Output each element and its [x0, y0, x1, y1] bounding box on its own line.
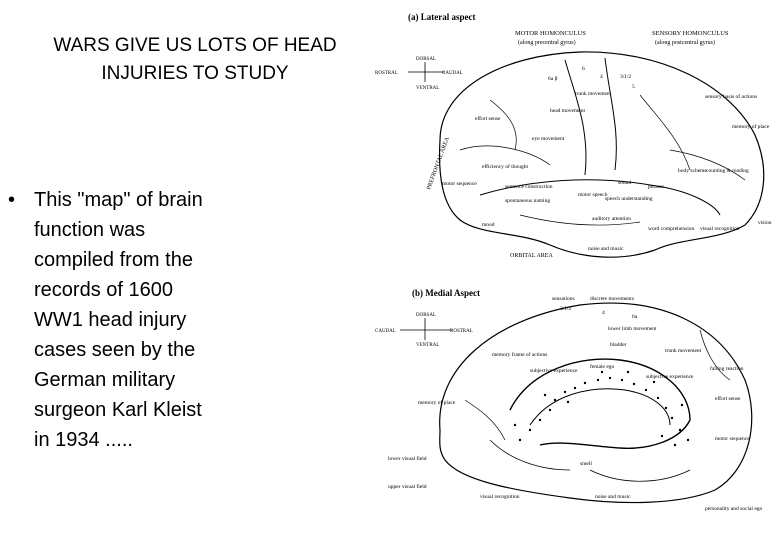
svg-text:subjective experience: subjective experience: [646, 374, 694, 380]
svg-text:trunk movement: trunk movement: [575, 91, 612, 97]
svg-text:smell: smell: [580, 461, 592, 467]
svg-text:6: 6: [582, 66, 585, 72]
svg-text:eye movement: eye movement: [532, 136, 565, 142]
svg-text:word comprehension: word comprehension: [648, 226, 695, 232]
svg-text:subjective experience: subjective experience: [530, 368, 578, 374]
brain-map-figure: (a) Lateral aspect MOTOR HOMONCULUS (alo…: [370, 0, 780, 540]
bullet-item: • This "map" of brain function was compi…: [8, 185, 278, 455]
svg-text:lower visual field: lower visual field: [388, 455, 427, 462]
sensory-homunculus-label: SENSORY HOMONCULUS: [652, 30, 729, 37]
orientation-compass-b: DORSAL CAUDAL ROSTRAL VENTRAL: [375, 313, 473, 348]
svg-text:visual recognition: visual recognition: [700, 226, 740, 232]
svg-text:memory of place: memory of place: [418, 399, 456, 406]
svg-text:ROSTRAL: ROSTRAL: [450, 329, 473, 334]
svg-text:noise and music: noise and music: [595, 494, 631, 500]
motor-homunculus-label: MOTOR HOMONCULUS: [515, 30, 586, 37]
bullet-text: This "map" of brain function was compile…: [34, 189, 203, 451]
lateral-brain-outline: [438, 51, 765, 258]
svg-text:effort sense: effort sense: [475, 115, 501, 122]
svg-text:3/1/2: 3/1/2: [620, 74, 632, 80]
svg-text:lower limb movement: lower limb movement: [608, 326, 657, 332]
svg-text:4: 4: [600, 74, 603, 80]
svg-text:auditory attention: auditory attention: [592, 216, 631, 222]
lesion-dots: [513, 370, 690, 447]
medial-brain-outline: [439, 302, 753, 504]
svg-text:upper visual field: upper visual field: [388, 483, 427, 490]
svg-text:bladder: bladder: [610, 342, 627, 348]
slide-title: WARS GIVE US LOTS OF HEAD INJURIES TO ST…: [53, 35, 337, 84]
svg-text:female ego: female ego: [590, 363, 615, 370]
svg-text:DORSAL: DORSAL: [416, 313, 436, 318]
svg-text:head movement: head movement: [550, 108, 585, 114]
svg-text:motor sequence: motor sequence: [442, 181, 477, 187]
svg-text:discrete movements: discrete movements: [590, 296, 634, 302]
sensory-homunculus-sub: (along postcentral gyrus): [655, 39, 715, 46]
svg-text:6a β: 6a β: [548, 76, 558, 82]
svg-text:memory frame of actions: memory frame of actions: [492, 351, 547, 358]
panel-b-area-labels: sensations discrete movements 3/1/2 4 6a…: [388, 296, 763, 512]
svg-text:counting & reading: counting & reading: [706, 168, 749, 174]
svg-text:CAUDAL: CAUDAL: [442, 71, 463, 76]
svg-text:memory of place: memory of place: [732, 123, 770, 130]
svg-text:body scheme: body scheme: [678, 168, 707, 174]
svg-text:sound: sound: [618, 180, 631, 186]
motor-homunculus-sub: (along precentral gyrus): [518, 39, 576, 46]
orbital-area-label: ORBITAL AREA: [510, 253, 553, 259]
svg-text:vision: vision: [758, 220, 772, 226]
bullet-marker: •: [8, 189, 16, 211]
svg-text:phrases: phrases: [648, 184, 665, 190]
svg-text:sensations: sensations: [552, 296, 575, 302]
svg-text:motor sequence: motor sequence: [715, 436, 750, 442]
svg-text:noise and music: noise and music: [588, 246, 624, 252]
svg-text:DORSAL: DORSAL: [416, 57, 436, 62]
svg-text:effort sense: effort sense: [715, 395, 741, 402]
svg-text:spontaneous naming: spontaneous naming: [505, 198, 550, 204]
svg-text:ROSTRAL: ROSTRAL: [375, 71, 398, 76]
panel-a-heading: (a) Lateral aspect: [408, 12, 475, 22]
svg-text:personality and social ego: personality and social ego: [705, 506, 763, 512]
svg-text:speech understanding: speech understanding: [605, 196, 653, 202]
brain-map-svg: (a) Lateral aspect MOTOR HOMONCULUS (alo…: [375, 12, 772, 512]
svg-text:efficiency of thought: efficiency of thought: [482, 163, 528, 170]
svg-text:6a: 6a: [632, 314, 638, 320]
svg-text:VENTRAL: VENTRAL: [416, 343, 439, 348]
svg-text:mood: mood: [482, 222, 495, 228]
svg-text:visual recognition: visual recognition: [480, 494, 520, 500]
panel-b-heading: (b) Medial Aspect: [412, 288, 480, 298]
svg-text:CAUDAL: CAUDAL: [375, 329, 396, 334]
svg-text:trunk movement: trunk movement: [665, 348, 702, 354]
svg-text:4: 4: [602, 310, 605, 316]
panel-a-area-labels: 6 6a β 4 3/1/2 5 trunk movement head mov…: [442, 66, 772, 252]
svg-text:5: 5: [632, 84, 635, 90]
orientation-compass-a: DORSAL ROSTRAL CAUDAL VENTRAL: [375, 57, 463, 91]
svg-text:sensory basis of actions: sensory basis of actions: [705, 93, 757, 100]
svg-text:sentence construction: sentence construction: [505, 184, 553, 190]
svg-text:VENTRAL: VENTRAL: [416, 86, 439, 91]
svg-text:3/1/2: 3/1/2: [560, 306, 572, 312]
svg-text:motor speech: motor speech: [578, 192, 608, 198]
svg-text:falling reaction: falling reaction: [710, 365, 744, 372]
